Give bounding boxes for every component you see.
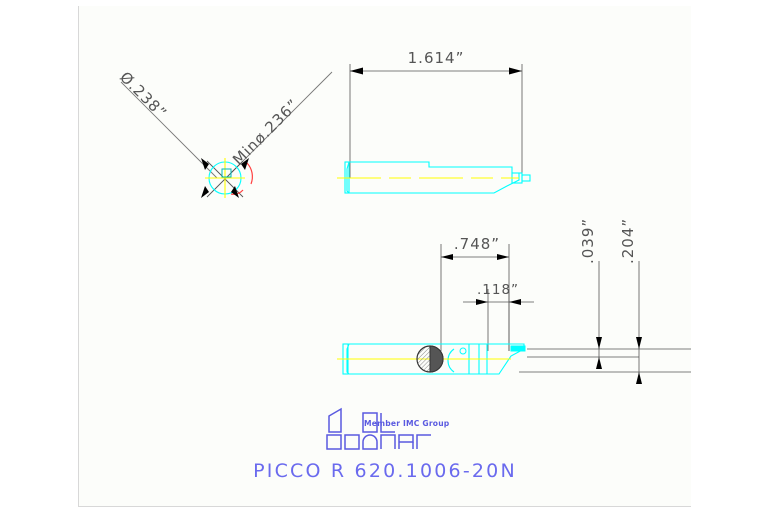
side-elevation-view: 1.614” [337,49,531,194]
dim118-label: .118” [477,282,519,298]
drawing-canvas: Ø.238” Minø.236” 1.614” [78,6,691,507]
dim748-arrow-left [441,254,453,260]
detail-arrow-se [231,186,239,198]
detail-arrow-ne [241,158,249,170]
detail-right-label: Minø.236” [229,95,303,169]
dim118-arrow-left [476,299,488,305]
top-tip [521,174,531,182]
dim204-arrow-bottom [636,372,642,384]
detail-leader-left [120,81,218,179]
plan-head-arc [447,348,455,373]
plan-view: .748” .118” .039” [337,218,691,384]
iscar-logo: Member IMC Group [326,407,450,450]
logo-tagline: Member IMC Group [364,419,450,428]
dim039-arrow-top [596,337,602,349]
top-dim-arrow-right [509,67,522,75]
detail-circle-view: Ø.238” Minø.236” [116,68,333,198]
insert-square-icon [221,168,232,178]
angle-arc-upper [246,162,253,185]
logo-mark-icon [326,407,431,450]
dim204-label: .204” [619,218,637,264]
technical-drawing-svg: Ø.238” Minø.236” 1.614” [116,49,691,482]
dim039-arrow-bottom [596,357,602,369]
top-dim-arrow-left [350,67,363,75]
dim039-label: .039” [579,218,597,264]
dim748-label: .748” [454,235,500,253]
dim748-arrow-right [497,254,509,260]
dim204-arrow-top [636,337,642,349]
plan-head-hole [459,347,467,355]
detail-arrow-sw [201,186,209,198]
top-length-label: 1.614” [408,49,465,67]
page-title: PICCO R 620.1006-20N [253,460,517,482]
detail-left-label: Ø.238” [116,68,170,122]
detail-origin-halffill [429,345,444,373]
dim118-arrow-right [509,299,521,305]
detail-arrow-nw [201,158,209,170]
plan-cutting-tip [510,345,526,352]
detail-leader-right [230,71,333,174]
